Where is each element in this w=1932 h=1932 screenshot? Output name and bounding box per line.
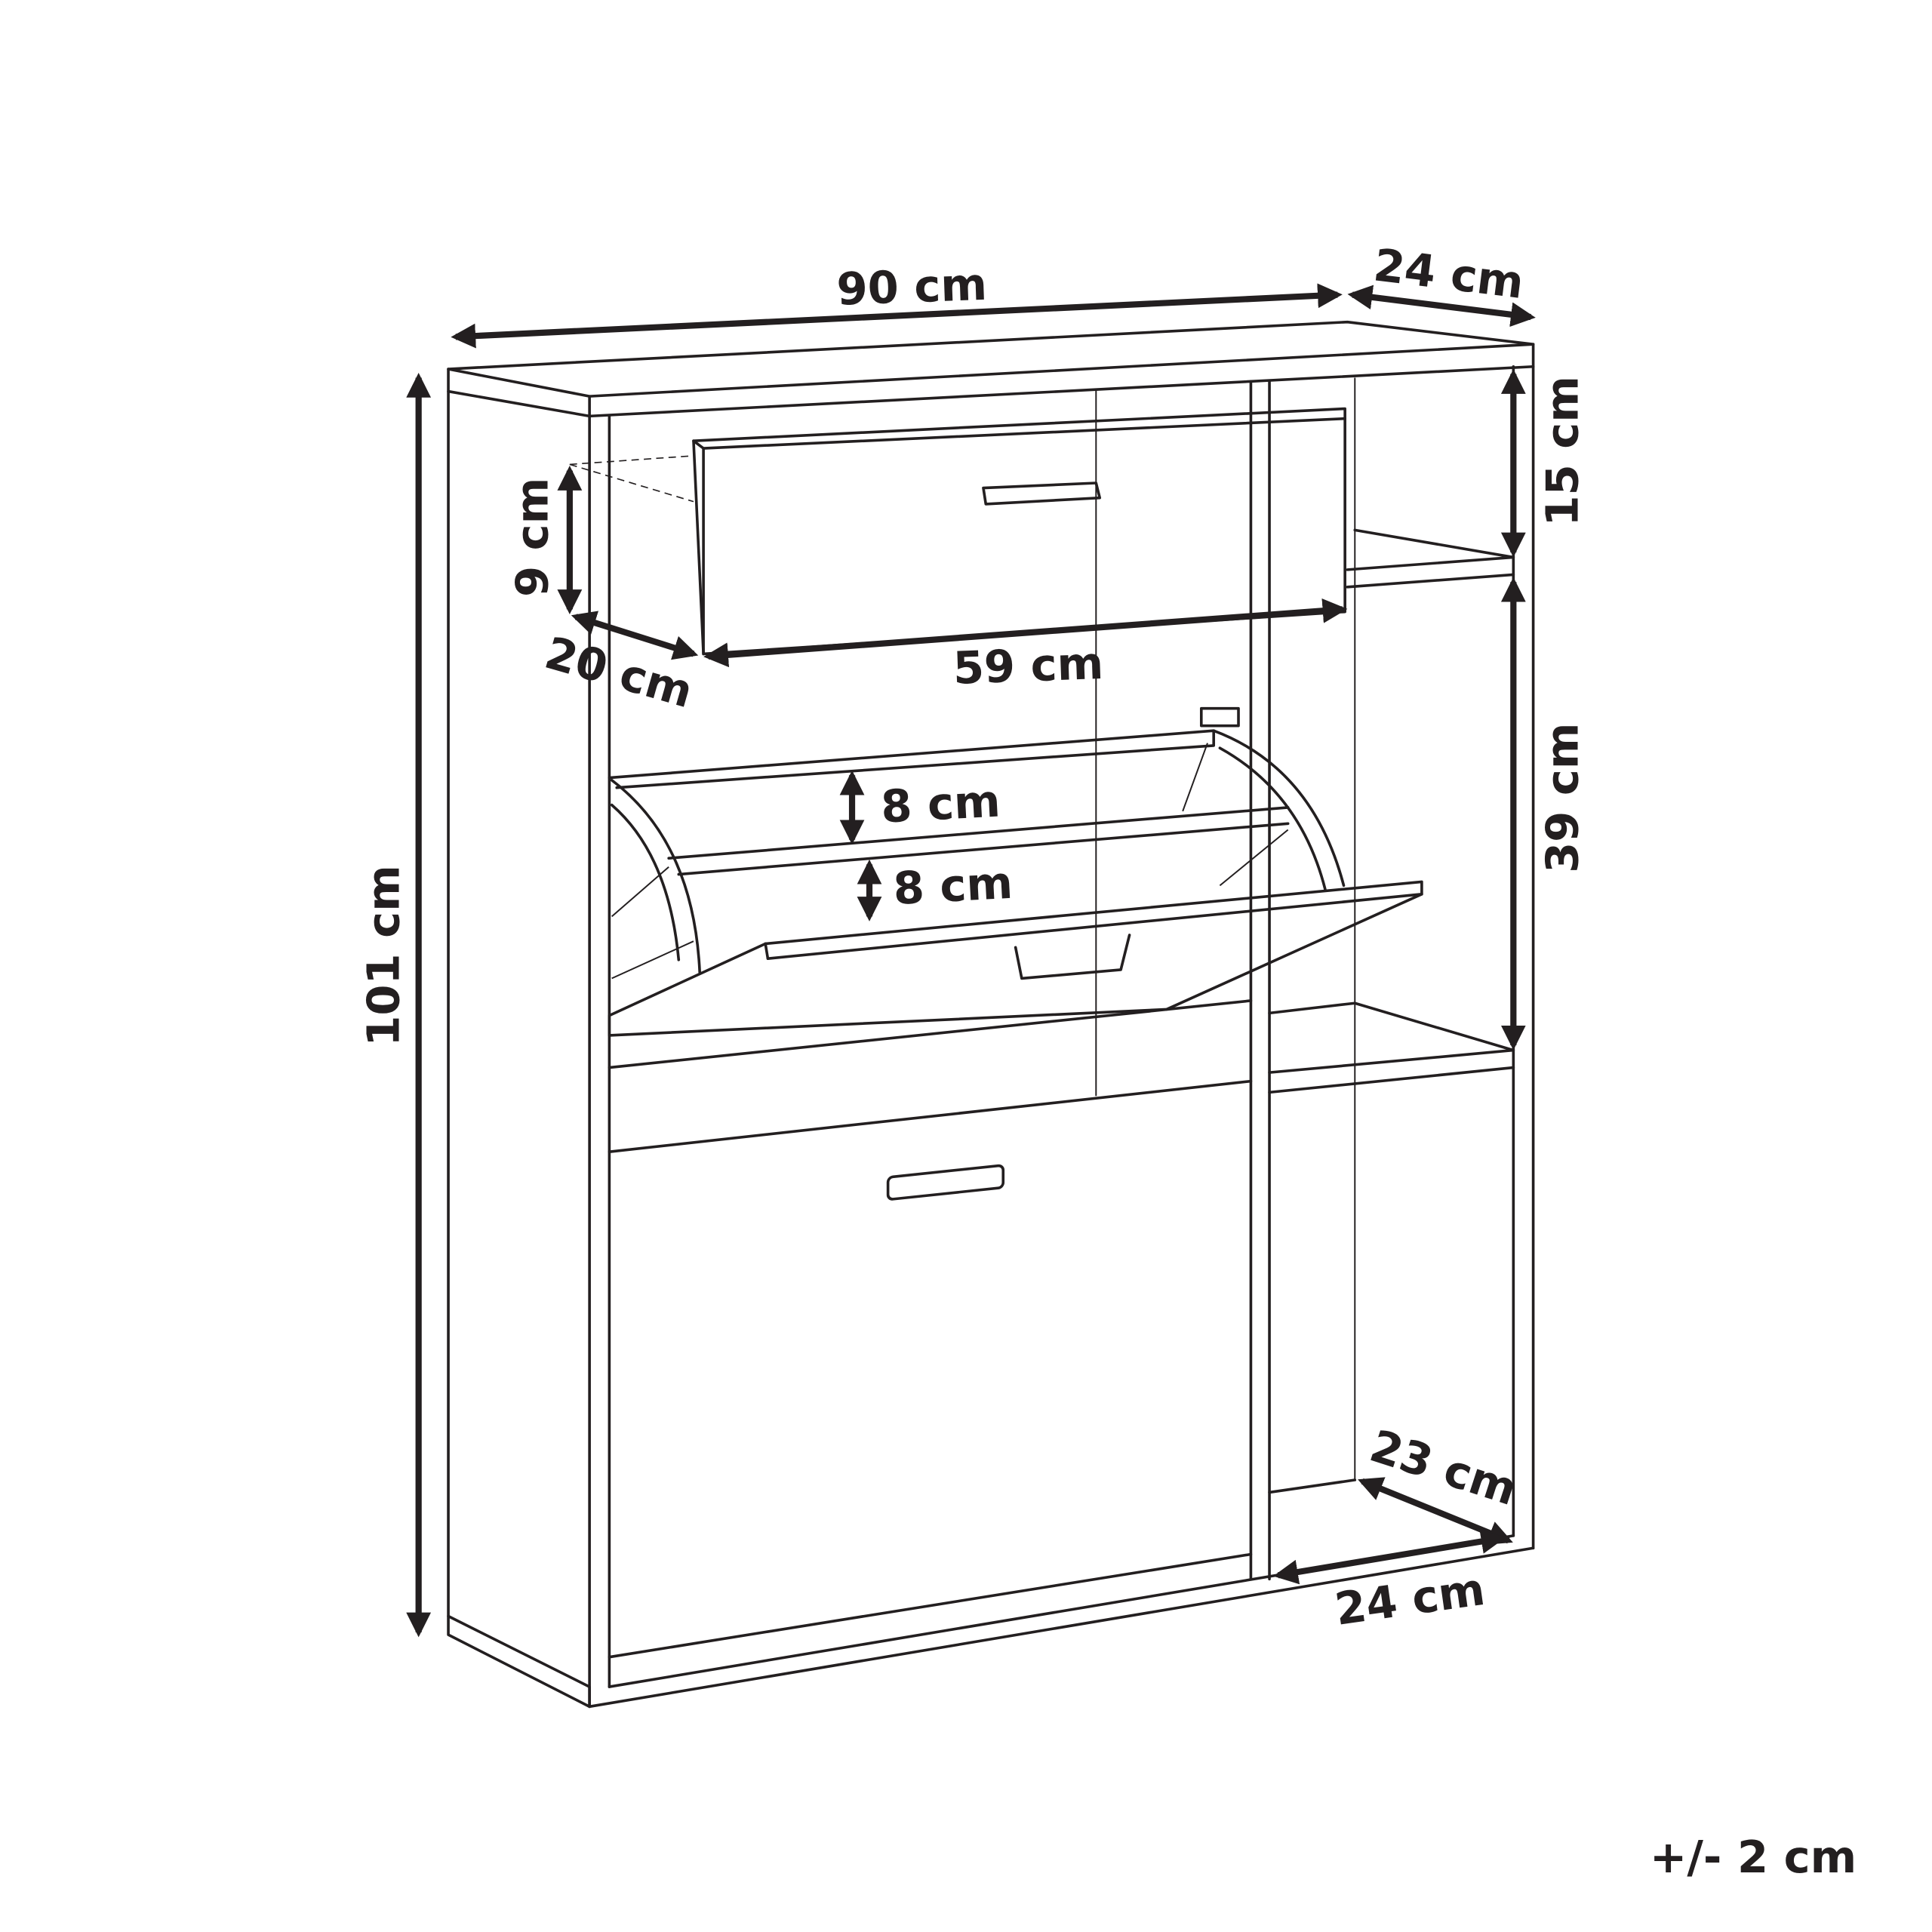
label-width: 90 cm [835,258,988,315]
label-open-width: 24 cm [1332,1563,1488,1635]
label-total-height: 101 cm [357,865,409,1046]
dimension-labels: 90 cm 24 cm 15 cm 39 cm 101 cm 9 cm 20 c… [357,238,1857,1883]
flap-handle [1014,934,1131,980]
bottom-door-handle [886,1164,1005,1201]
label-inner-depth: 23 cm [1364,1420,1523,1515]
dimension-arrows [406,283,1536,1638]
label-shelf-gap-upper: 8 cm [880,774,1002,832]
tolerance-note: +/- 2 cm [1650,1831,1857,1883]
shoe-flap [608,706,1423,1037]
label-drawer-depth: 20 cm [540,626,699,718]
label-drawer-width: 59 cm [952,637,1105,694]
label-middle-height: 39 cm [1537,723,1589,873]
flap-hinge [1199,706,1240,728]
label-shelf-gap-lower: 8 cm [892,857,1014,915]
label-top-height: 15 cm [1537,376,1589,526]
drawer-handle [982,481,1102,506]
label-drawer-height: 9 cm [506,478,558,597]
